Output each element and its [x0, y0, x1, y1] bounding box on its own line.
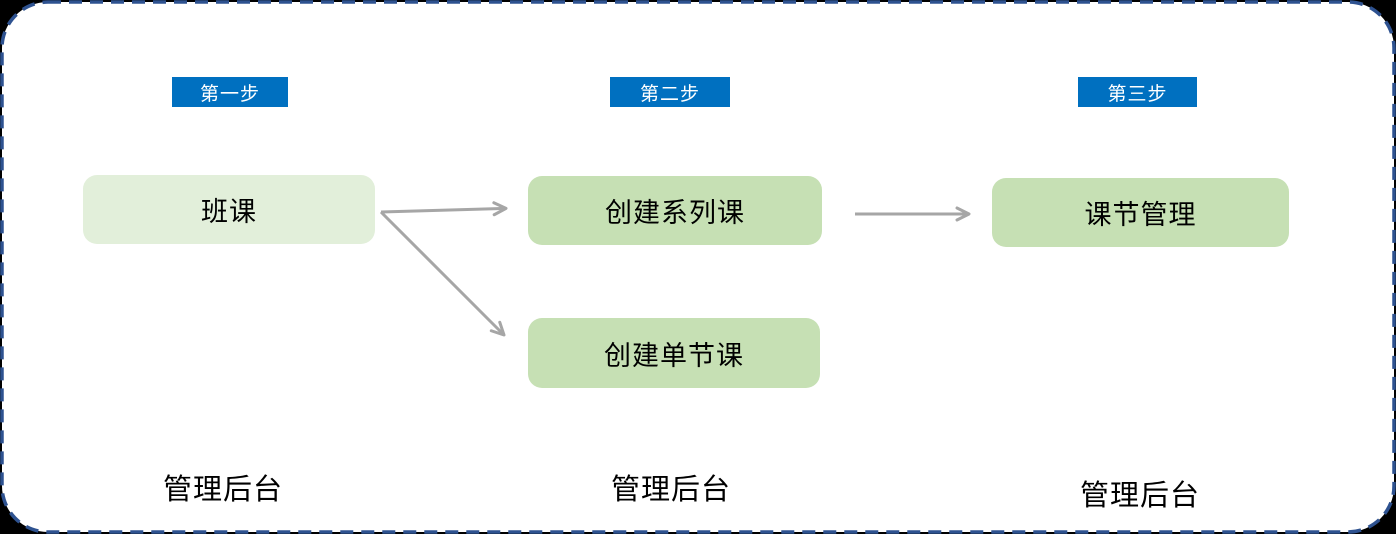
backend-label-step3: 管理后台	[1079, 480, 1201, 512]
node-lesson-management: 课节管理	[992, 178, 1289, 247]
step-badge-2-label: 第二步	[639, 83, 700, 105]
node-class-course-label: 班课	[201, 197, 257, 227]
step-badge-3: 第三步	[1078, 77, 1197, 107]
node-create-series-course: 创建系列课	[528, 176, 822, 245]
step-badge-3-label: 第三步	[1107, 83, 1168, 105]
step-badge-1-label: 第一步	[199, 83, 260, 105]
step-badge-2: 第二步	[610, 77, 730, 107]
backend-label-step1: 管理后台	[162, 474, 284, 506]
node-create-single-lesson-label: 创建单节课	[604, 340, 744, 371]
step-badge-1: 第一步	[172, 77, 288, 107]
node-lesson-management-label: 课节管理	[1084, 200, 1197, 230]
node-class-course: 班课	[83, 175, 375, 244]
backend-label-step2: 管理后台	[610, 474, 732, 506]
node-create-single-lesson: 创建单节课	[528, 318, 820, 388]
node-create-series-course-label: 创建系列课	[605, 198, 745, 228]
